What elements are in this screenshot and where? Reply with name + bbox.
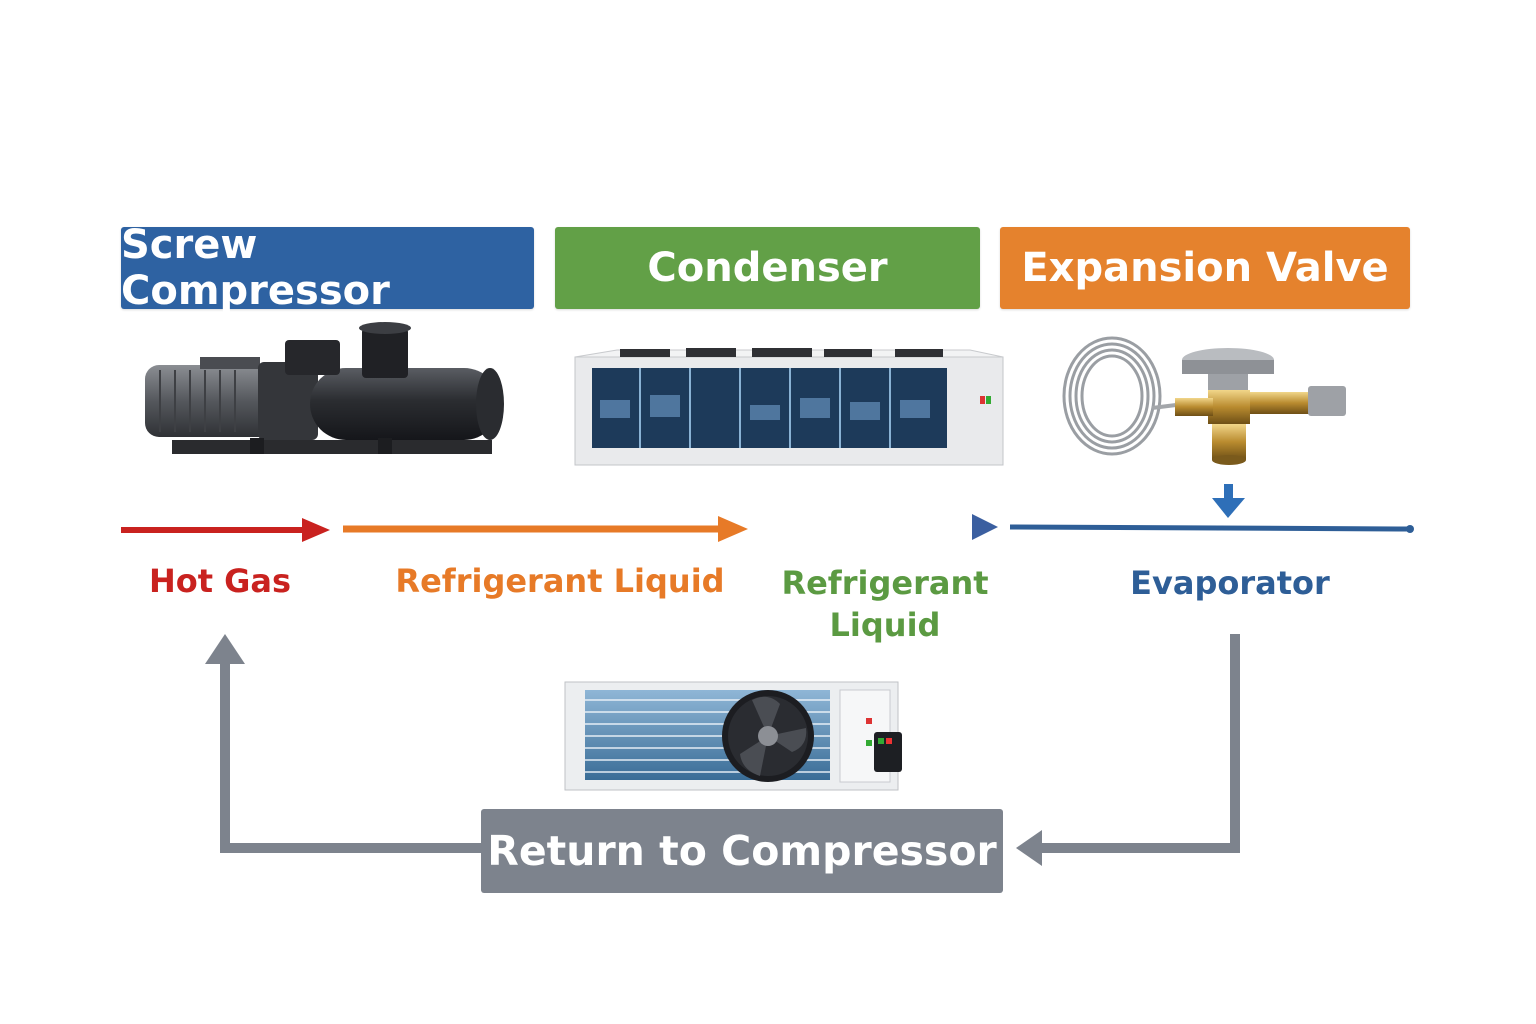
condenser-header: Condenser bbox=[555, 227, 980, 309]
refrigerant-liquid-label-1: Refrigerant Liquid bbox=[395, 562, 725, 600]
return-arrowhead-up bbox=[205, 634, 245, 664]
return-arrowhead-left bbox=[1016, 830, 1042, 866]
expansion-valve-header: Expansion Valve bbox=[1000, 227, 1410, 309]
valve-to-evaporator-arrow bbox=[1212, 484, 1245, 518]
hot-gas-label: Hot Gas bbox=[148, 562, 292, 600]
refrigerant-liquid-arrow-1 bbox=[343, 516, 748, 542]
refrigerant-liquid-arrow-2 bbox=[760, 514, 998, 540]
condenser-unit-image bbox=[574, 348, 1004, 466]
condenser-title: Condenser bbox=[647, 245, 888, 291]
evaporator-fan-coil-image bbox=[564, 681, 902, 791]
screw-compressor-title: Screw Compressor bbox=[121, 222, 390, 314]
expansion-valve-title: Expansion Valve bbox=[1021, 245, 1389, 291]
return-loop-arrow bbox=[220, 634, 1240, 853]
evaporator-label: Evaporator bbox=[1130, 564, 1330, 602]
screw-compressor-header: Screw Compressor bbox=[121, 222, 534, 314]
expansion-valve-image bbox=[1062, 336, 1346, 465]
screw-compressor-image bbox=[145, 322, 504, 454]
refrigerant-liquid-label-2: Refrigerant Liquid bbox=[781, 564, 989, 644]
return-to-compressor-box: Return to Compressor bbox=[481, 809, 1003, 893]
evaporator-line bbox=[1009, 524, 1414, 533]
return-to-compressor-label: Return to Compressor bbox=[487, 827, 997, 875]
hot-gas-arrow bbox=[121, 518, 330, 542]
